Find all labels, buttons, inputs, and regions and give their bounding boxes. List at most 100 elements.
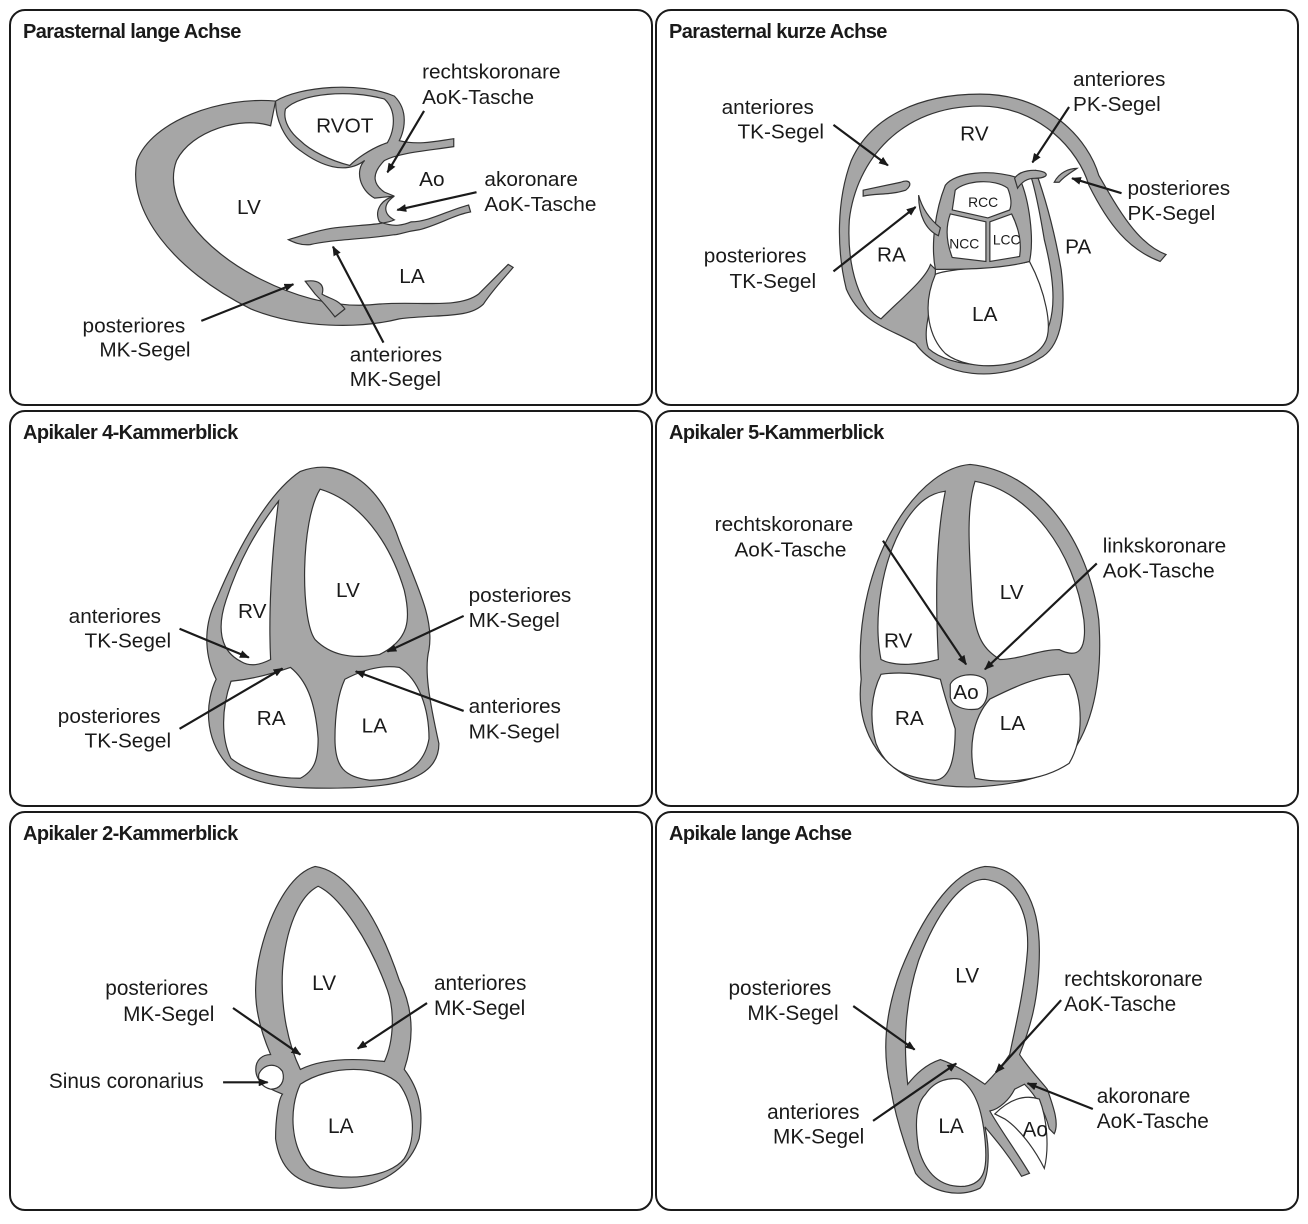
label-ra: RA: [877, 243, 906, 266]
label-ra: RA: [895, 707, 924, 730]
panel-apical-4-chamber: Apikaler 4-Kammerblick RV LV RA LA anter…: [9, 410, 653, 807]
annotation-posterior-mk-2: MK-Segel: [469, 609, 560, 632]
ao-cavity: [949, 674, 989, 711]
label-la: LA: [938, 1115, 964, 1138]
arrow-ncc-cusp: [396, 191, 477, 212]
arrow-anterior-mk: [872, 1062, 958, 1122]
la-cavity: [292, 1068, 413, 1178]
annotation-pml: posteriores: [83, 315, 186, 338]
annotation-lca-cusp: linkskoronare: [1103, 535, 1226, 558]
annotation-anterior-tk-2: TK-Segel: [85, 630, 172, 653]
annotation-posterior-pk: posteriores: [1127, 177, 1230, 200]
annotation-anterior-tk: anteriores: [722, 96, 814, 119]
annotation-ncc-cusp: akoronare: [1097, 1085, 1191, 1108]
label-ao: Ao: [1023, 1119, 1048, 1142]
annotation-anterior-pk-2: PK-Segel: [1073, 93, 1161, 116]
lcc-cusp: [989, 213, 1021, 263]
la-cavity: [334, 666, 430, 781]
arrow-anterior-mk: [354, 670, 465, 712]
arrow-anterior-pk: [1031, 106, 1070, 164]
annotation-rca-cusp: rechtskoronare: [715, 513, 854, 536]
annotation-anterior-tk-2: TK-Segel: [737, 121, 824, 144]
annotation-aml-2: MK-Segel: [350, 368, 441, 391]
apical-long-axis-diagram: LV LA Ao posteriores MK-Segel rechtskoro…: [729, 865, 1209, 1194]
label-rv: RV: [960, 123, 989, 146]
label-la: LA: [1000, 712, 1026, 735]
label-rv: RV: [238, 600, 267, 623]
annotation-anterior-mk-2: MK-Segel: [434, 997, 525, 1020]
annotation-anterior-mk-2: MK-Segel: [469, 721, 560, 744]
arrow-posterior-mk: [232, 1007, 302, 1056]
label-lv: LV: [312, 972, 336, 995]
apical-2-chamber-diagram: LV LA posteriores MK-Segel anteriores MK…: [49, 865, 526, 1189]
annotation-posterior-mk-2: MK-Segel: [747, 1002, 838, 1025]
lv-cavity: [303, 488, 409, 657]
rv-cavity: [877, 490, 947, 665]
la-cavity: [915, 1078, 987, 1187]
panel-title: Parasternal lange Achse: [23, 21, 241, 43]
arrow-anterior-tk: [832, 123, 889, 167]
arrow-posterior-pk: [1071, 177, 1122, 195]
annotation-posterior-tk-2: TK-Segel: [85, 730, 172, 753]
label-la: LA: [972, 303, 998, 326]
anterior-tk-leaflet: [862, 180, 911, 197]
arrow-posterior-tk: [178, 667, 284, 730]
annotation-posterior-mk-2: MK-Segel: [123, 1003, 214, 1026]
label-rcc: RCC: [968, 194, 998, 210]
panel-title: Parasternal kurze Achse: [669, 21, 887, 43]
arrow-rca-cusp: [882, 540, 968, 666]
arrow-posterior-mk: [386, 614, 465, 653]
parasternal-long-axis-diagram: RVOT Ao LV LA rechtskoronare AoK-Tasche …: [83, 60, 597, 391]
annotation-aml: anteriores: [350, 343, 442, 366]
annotation-posterior-tk-2: TK-Segel: [730, 270, 817, 293]
rvot-cavity: [284, 93, 394, 167]
label-la: LA: [399, 265, 425, 288]
lv-wall: [135, 99, 515, 326]
annotation-posterior-mk: posteriores: [469, 584, 572, 607]
annotation-anterior-tk: anteriores: [69, 605, 161, 628]
label-lv: LV: [955, 964, 979, 987]
arrow-aml: [332, 245, 385, 344]
label-lv: LV: [1000, 581, 1024, 604]
panel-parasternal-short-axis: Parasternal kurze Achse RV RA PA LA RCC …: [655, 9, 1299, 406]
label-la: LA: [362, 715, 388, 738]
label-ao: Ao: [953, 681, 978, 704]
arrow-lca-cusp: [984, 562, 1098, 671]
arrow-rca-cusp: [995, 999, 1062, 1074]
anterior-pk-leaflet: [1013, 169, 1047, 190]
annotation-anterior-mk: anteriores: [469, 695, 561, 718]
posterior-pk-leaflet: [1053, 167, 1079, 183]
annotation-posterior-tk: posteriores: [704, 244, 807, 267]
annotation-ncc-cusp-2: AoK-Tasche: [1097, 1110, 1209, 1133]
la-cavity: [971, 673, 1081, 782]
annotation-anterior-mk: anteriores: [767, 1101, 859, 1124]
label-la: LA: [328, 1115, 354, 1138]
lv-cavity: [281, 885, 393, 1071]
label-rvot: RVOT: [316, 115, 374, 138]
annotation-posterior-tk: posteriores: [58, 705, 161, 728]
label-lv: LV: [237, 196, 261, 219]
annotation-anterior-pk: anteriores: [1073, 68, 1165, 91]
annotation-pml-2: MK-Segel: [99, 338, 190, 361]
panel-title: Apikaler 4-Kammerblick: [23, 422, 238, 444]
annotation-rca-cusp: rechtskoronare: [1064, 968, 1203, 991]
arrow-anterior-tk: [179, 627, 250, 659]
panel-apical-2-chamber: Apikaler 2-Kammerblick LV LA posteriores…: [9, 811, 653, 1211]
ra-cavity: [222, 666, 319, 779]
label-lv: LV: [336, 579, 360, 602]
annotation-anterior-mk: anteriores: [434, 972, 526, 995]
panel-parasternal-long-axis: Parasternal lange Achse RVOT Ao LV LA re…: [9, 9, 653, 406]
posterior-mitral-leaflet: [304, 280, 346, 318]
annotation-rca-cusp-2: AoK-Tasche: [734, 539, 846, 562]
annotation-rca-cusp: rechtskoronare: [422, 60, 561, 83]
arrow-anterior-mk: [356, 1002, 428, 1050]
label-lcc: LCC: [993, 232, 1021, 248]
arrow-posterior-tk: [832, 206, 917, 273]
panel-title: Apikaler 5-Kammerblick: [669, 422, 884, 444]
ao-cavity: [993, 1096, 1048, 1171]
label-rv: RV: [884, 630, 913, 653]
posterior-tk-leaflet: [918, 194, 942, 237]
annotation-rca-cusp-2: AoK-Tasche: [1064, 993, 1176, 1016]
annotation-anterior-mk-2: MK-Segel: [773, 1126, 864, 1149]
annotation-sinus-coronarius: Sinus coronarius: [49, 1070, 204, 1093]
